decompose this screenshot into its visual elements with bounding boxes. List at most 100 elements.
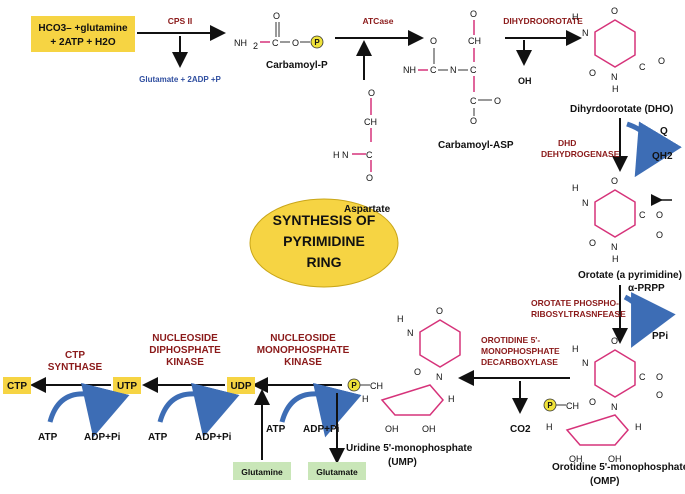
svg-text:O: O — [366, 173, 373, 183]
svg-text:C: C — [639, 62, 646, 72]
start-line-2: + 2ATP + H2O — [50, 37, 115, 48]
dhd-enzyme-1: DHD — [558, 138, 576, 148]
svg-text:O: O — [589, 397, 596, 407]
ndk-enzyme-2: DIPHOSPHATE — [149, 345, 221, 356]
orotate-ring: O N H O N H C O O — [572, 176, 672, 264]
svg-text:O: O — [611, 336, 618, 346]
utp-label: UTP — [117, 381, 137, 392]
svg-text:O: O — [414, 367, 421, 377]
svg-text:CH: CH — [364, 117, 377, 127]
svg-text:O: O — [656, 230, 663, 240]
nmk-curve-arrow — [279, 382, 362, 438]
svg-text:N: N — [611, 72, 618, 82]
svg-text:N: N — [582, 28, 589, 38]
omp-structure: O N H O N C O O P CH OH OH H H — [543, 336, 663, 464]
svg-text:NH: NH — [234, 38, 247, 48]
svg-text:NH: NH — [403, 65, 416, 75]
glutamine-box — [233, 462, 291, 480]
svg-text:H: H — [572, 12, 579, 22]
ump-label-2: (UMP) — [388, 457, 417, 468]
svg-text:P: P — [351, 381, 357, 390]
dihydroorotate-enzyme: DIHYDROOROTATE — [503, 16, 583, 26]
svg-text:N: N — [582, 198, 589, 208]
svg-text:O: O — [494, 96, 501, 106]
oprt-out: PPi — [652, 331, 668, 342]
ndk-enzyme-1: NUCLEOSIDE — [152, 333, 218, 344]
svg-text:2: 2 — [253, 41, 258, 51]
svg-text:H: H — [546, 422, 553, 432]
svg-text:H: H — [612, 254, 619, 264]
dho-label: Dihyrdoorotate (DHO) — [570, 104, 673, 115]
svg-text:C: C — [272, 38, 279, 48]
co2-label: CO2 — [510, 424, 531, 435]
ctp-box — [3, 377, 31, 394]
nmk-in: ATP — [266, 424, 286, 435]
svg-text:H: H — [612, 84, 619, 94]
ndk-in: ATP — [148, 432, 168, 443]
start-box — [31, 16, 135, 52]
svg-text:N: N — [436, 372, 443, 382]
carbamoyl-p-structure: NH 2 C O O P — [234, 11, 324, 51]
aspartate-label: Aspartate — [344, 204, 391, 215]
svg-text:N: N — [611, 402, 618, 412]
nmk-enzyme-3: KINASE — [284, 357, 322, 368]
svg-text:H: H — [572, 344, 579, 354]
svg-text:O: O — [656, 390, 663, 400]
ndk-out: ADP+Pi — [195, 432, 232, 443]
ndk-curve-arrow — [157, 382, 240, 438]
svg-text:H: H — [635, 422, 642, 432]
svg-text:O: O — [292, 38, 299, 48]
oprt-curve-arrow — [623, 291, 676, 348]
title-line-3: RING — [307, 254, 342, 270]
dhd-in: Q — [660, 126, 668, 137]
svg-text:O: O — [470, 116, 477, 126]
omp-label-1: Orotidine 5'-monophosphate — [552, 462, 685, 473]
nmk-out: ADP+Pi — [303, 424, 340, 435]
svg-text:OH: OH — [422, 424, 436, 434]
ndk-enzyme-3: KINASE — [166, 357, 204, 368]
oprt-in: α-PRPP — [628, 283, 665, 294]
svg-text:OH: OH — [385, 424, 399, 434]
svg-text:O: O — [273, 11, 280, 21]
dhd-enzyme-2: DEHYDROGENASE — [541, 149, 620, 159]
svg-text:C: C — [639, 210, 646, 220]
svg-text:O: O — [656, 372, 663, 382]
oprt-enzyme-2: RIBOSYLTRASNFEASE — [531, 309, 626, 319]
title-line-1: SYNTHESIS OF — [273, 212, 376, 228]
svg-text:C: C — [470, 96, 477, 106]
svg-text:CH: CH — [566, 401, 579, 411]
svg-text:O: O — [470, 9, 477, 19]
svg-text:C: C — [430, 65, 437, 75]
svg-text:N: N — [407, 328, 414, 338]
aspartate-structure: O CH H N C O — [333, 88, 377, 183]
svg-text:H: H — [362, 394, 369, 404]
oh-byproduct: OH — [518, 76, 532, 86]
ompdc-enzyme-1: OROTIDINE 5'- — [481, 335, 540, 345]
ctps-curve-arrow — [47, 382, 130, 438]
svg-text:O: O — [436, 306, 443, 316]
svg-text:OH: OH — [569, 454, 583, 464]
cps2-products: Glutamate + 2ADP +P — [139, 75, 221, 84]
oprt-enzyme-1: OROTATE PHOSPHO- — [531, 298, 619, 308]
udp-label: UDP — [230, 381, 251, 392]
ctps-in: ATP — [38, 432, 58, 443]
ump-label-1: Uridine 5'-monophosphate — [346, 443, 473, 454]
svg-text:CH: CH — [370, 381, 383, 391]
svg-text:N: N — [582, 358, 589, 368]
carbamoyl-asp-structure: NH C O N C CH O C O O — [403, 9, 501, 126]
svg-text:P: P — [314, 38, 320, 47]
ctps-enzyme-2: SYNTHASE — [48, 362, 103, 373]
svg-text:O: O — [368, 88, 375, 98]
orotate-label: Orotate (a pyrimidine) — [578, 270, 682, 281]
svg-text:O: O — [656, 210, 663, 220]
svg-text:C: C — [639, 372, 646, 382]
dhd-out: QH2 — [652, 151, 673, 162]
omp-label-2: (OMP) — [590, 476, 619, 487]
ump-structure: O N H O N P CH OH OH H H — [347, 306, 461, 434]
ctps-out: ADP+Pi — [84, 432, 121, 443]
dho-ring: O N H O N H C O — [572, 6, 665, 94]
dhd-curve-arrow — [626, 121, 682, 178]
title-line-2: PYRIMIDINE — [283, 233, 365, 249]
